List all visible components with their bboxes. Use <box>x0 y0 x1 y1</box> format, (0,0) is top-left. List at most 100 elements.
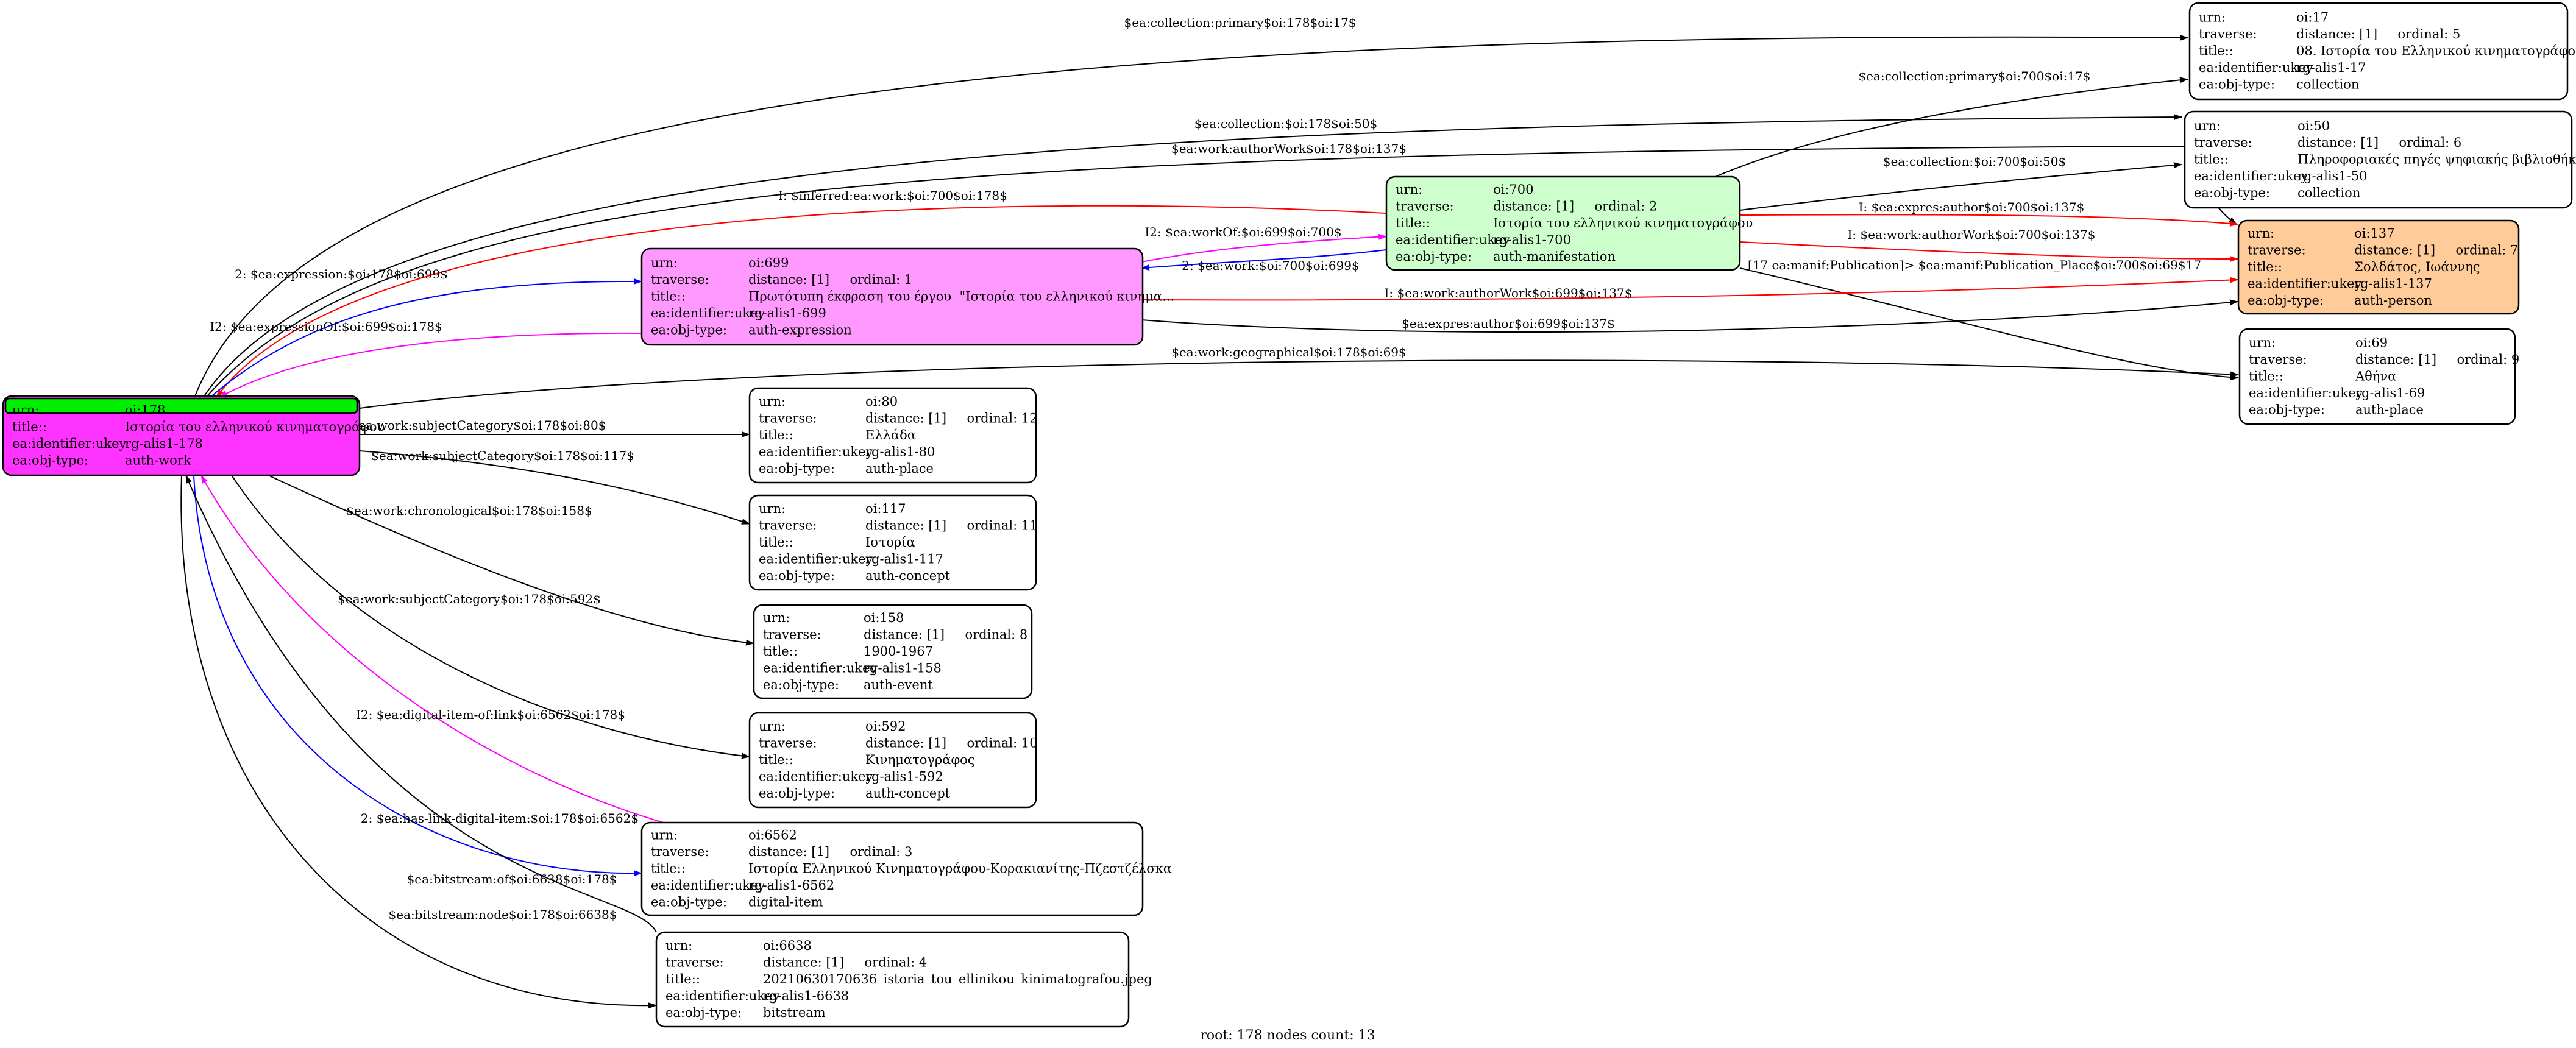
edge-line <box>185 475 657 933</box>
node-field-value: collection <box>2297 185 2360 200</box>
node-field-key: ea:obj-type: <box>759 568 835 583</box>
node-field-key: ea:identifier:ukey <box>759 444 873 459</box>
node-field-value: Πληροφοριακές πηγές ψηφιακής βιβλιοθήκης <box>2297 152 2576 166</box>
node-field-value: 20210630170636_istoria_tou_ellinikou_kin… <box>763 972 1152 986</box>
node-field-value: distance: [1] ordinal: 6 <box>2297 135 2461 150</box>
edge-label: $ea:collection:$oi:178$oi:50$ <box>1194 116 1378 131</box>
edge-label: I: $ea:work:authorWork$oi:699$oi:137$ <box>1385 286 1633 300</box>
node-field-key: ea:obj-type: <box>651 894 727 909</box>
node-field-key: title:: <box>2248 260 2282 274</box>
edge-label: $ea:collection:primary$oi:178$oi:17$ <box>1124 15 1356 30</box>
node-box <box>748 712 1037 809</box>
node-field-key: ea:obj-type: <box>2248 293 2324 308</box>
edge-label: I2: $ea:workOf:$oi:699$oi:700$ <box>1144 225 1341 239</box>
node-field-key: traverse: <box>759 518 817 533</box>
node-field-value: auth-concept <box>865 568 951 583</box>
node-field-key: ea:obj-type: <box>2194 185 2270 200</box>
node-field-value: oi:50 <box>2297 118 2330 133</box>
node-field-key: title:: <box>651 861 686 876</box>
edge-line <box>359 359 2239 409</box>
edge-line <box>193 475 642 877</box>
node-field-key: ea:obj-type: <box>651 322 727 337</box>
node-field-key: title:: <box>759 535 793 550</box>
edge-label: $ea:expres:author$oi:699$oi:137$ <box>1402 316 1615 331</box>
node-field-key: urn: <box>12 403 39 417</box>
node-field-value: oi:158 <box>864 611 904 625</box>
node-field-key: urn: <box>2194 118 2221 133</box>
node-field-key: ea:obj-type: <box>763 678 839 692</box>
node-field-key: traverse: <box>665 955 724 969</box>
node-field-value: distance: [1] ordinal: 4 <box>763 955 927 969</box>
node-field-key: ea:obj-type: <box>665 1005 742 1020</box>
node-field-value: Πρωτότυπη έκφραση του έργου "Ιστορία του… <box>748 289 1174 303</box>
node-field-key: urn: <box>1396 182 1422 197</box>
node-field-key: urn: <box>651 827 678 842</box>
node-field-key: urn: <box>2249 335 2276 350</box>
node-field-key: urn: <box>651 255 678 270</box>
node-field-key: title:: <box>651 289 686 303</box>
node-field-value: oi:178 <box>125 403 166 417</box>
edge-label: $ea:work:subjectCategory$oi:178$oi:80$ <box>351 418 606 433</box>
node-field-key: ea:obj-type: <box>12 453 88 468</box>
node-field-value: oi:6638 <box>763 938 812 953</box>
edge-line <box>219 332 642 398</box>
node-field-value: auth-work <box>125 453 191 468</box>
node-field-key: ea:identifier:ukey <box>2194 169 2308 183</box>
node-box <box>2238 328 2516 425</box>
edge-line <box>1141 299 2238 333</box>
node-field-value: bitstream <box>763 1005 826 1020</box>
node-field-key: ea:identifier:ukey <box>759 769 873 784</box>
node-field-key: title:: <box>2194 152 2229 166</box>
node-field-value: auth-manifestation <box>1493 249 1616 264</box>
node-field-key: urn: <box>759 719 786 734</box>
edge-label: $ea:work:authorWork$oi:178$oi:137$ <box>1171 141 1407 156</box>
node-field-key: urn: <box>759 394 786 409</box>
node-oi-50[interactable]: urn: oi:50 traverse: distance: [1] ordinal:… <box>2184 110 2576 209</box>
edge-label: $ea:work:subjectCategory$oi:178$oi:592$ <box>338 592 601 606</box>
edge-line <box>1739 241 2238 262</box>
node-field-value: oi:69 <box>2355 335 2388 350</box>
edge-line <box>216 205 1387 398</box>
node-field-key: traverse: <box>759 411 817 425</box>
footer-caption: root: 178 nodes count: 13 <box>1200 1028 1375 1043</box>
node-field-value: oi:137 <box>2354 226 2395 241</box>
edge-line <box>231 475 750 759</box>
node-box <box>640 821 1144 916</box>
node-field-value: auth-concept <box>865 786 951 801</box>
node-field-value: Ιστορία <box>865 535 915 550</box>
node-field-value: distance: [1] ordinal: 5 <box>2296 27 2460 41</box>
node-field-key: title:: <box>2199 43 2234 58</box>
node-field-value: distance: [1] ordinal: 8 <box>864 627 1027 642</box>
node-field-key: traverse: <box>2194 135 2252 150</box>
node-field-value: oi:17 <box>2296 10 2329 24</box>
edge-line <box>1141 233 1387 263</box>
node-field-key: ea:identifier:ukey <box>651 878 765 893</box>
node-field-value: rg-alis1-17 <box>2296 60 2366 75</box>
edge-label: I: $ea:work:authorWork$oi:700$oi:137$ <box>1848 227 2096 242</box>
node-field-value: oi:117 <box>865 501 906 516</box>
node-field-key: title:: <box>2249 369 2283 383</box>
node-field-key: traverse: <box>1396 199 1454 213</box>
node-field-value: rg-alis1-700 <box>1493 232 1571 247</box>
node-field-value: rg-alis1-80 <box>865 444 935 459</box>
node-field-key: ea:obj-type: <box>1396 249 1472 264</box>
node-field-value: Σολδάτος, Ιωάννης <box>2354 260 2480 274</box>
node-field-value: Ελλάδα <box>865 428 916 442</box>
node-box <box>2184 110 2573 209</box>
node-field-value: rg-alis1-158 <box>864 660 942 675</box>
node-box <box>748 494 1037 591</box>
edge-line <box>1739 162 2182 211</box>
